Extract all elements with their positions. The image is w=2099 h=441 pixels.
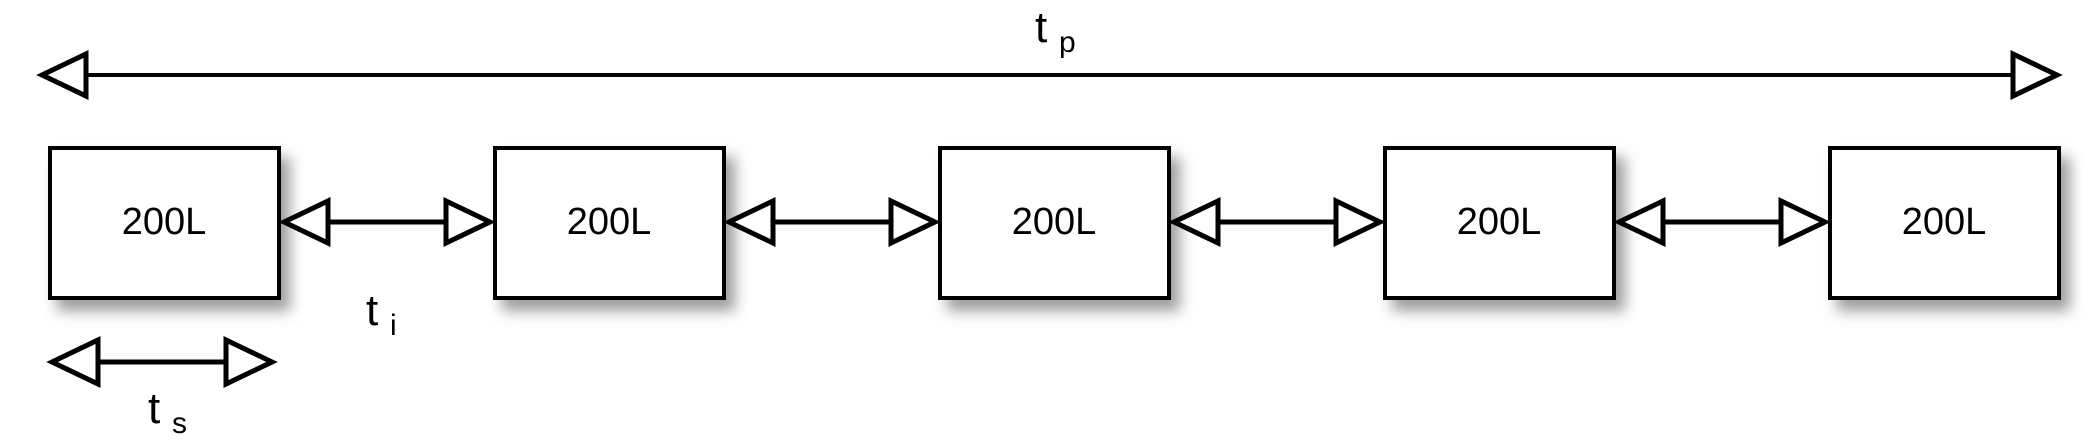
- sample-label-base: t: [148, 384, 160, 433]
- node-box-1-rect: [48, 146, 281, 300]
- node-box-2-rect: [493, 146, 726, 300]
- interval-label: t i: [366, 286, 397, 342]
- node-box-2-label: 200L: [567, 201, 652, 243]
- period-label-base: t: [1035, 3, 1047, 52]
- node-box-5[interactable]: 200L: [1828, 146, 2061, 300]
- node-box-5-rect: [1828, 146, 2061, 300]
- interval-arrow-3-left-head: [1168, 197, 1221, 247]
- interval-arrow-2-right-head: [888, 197, 941, 247]
- period-arrow-left-head: [36, 50, 89, 100]
- interval-arrow-4-right-head: [1778, 197, 1831, 247]
- interval-arrow-2: [723, 197, 941, 247]
- period-arrow-right-head: [2010, 50, 2063, 100]
- node-box-3-rect: [938, 146, 1171, 300]
- period-arrow: [36, 50, 2063, 100]
- interval-arrow-1-left-head: [278, 197, 331, 247]
- interval-arrow-1: [278, 197, 496, 247]
- period-label: t p: [1035, 3, 1076, 59]
- node-box-5-label: 200L: [1902, 201, 1987, 243]
- sample-label-sub: s: [172, 407, 187, 440]
- node-box-4[interactable]: 200L: [1383, 146, 1616, 300]
- interval-label-sub: i: [390, 309, 397, 342]
- sample-arrow-right-head: [223, 336, 278, 388]
- sample-arrow-left-head: [46, 336, 101, 388]
- interval-arrow-3-right-head: [1333, 197, 1386, 247]
- node-box-4-rect: [1383, 146, 1616, 300]
- interval-arrow-2-left-head: [723, 197, 776, 247]
- node-box-3[interactable]: 200L: [938, 146, 1171, 300]
- node-box-1[interactable]: 200L: [48, 146, 281, 300]
- node-box-4-label: 200L: [1457, 201, 1542, 243]
- interval-arrow-4-left-head: [1613, 197, 1666, 247]
- sample-label: t s: [148, 384, 187, 440]
- period-label-sub: p: [1059, 26, 1076, 59]
- interval-arrow-1-right-head: [443, 197, 496, 247]
- interval-arrow-4: [1613, 197, 1831, 247]
- interval-label-base: t: [366, 286, 378, 335]
- sample-arrow: [46, 336, 278, 388]
- node-box-3-label: 200L: [1012, 201, 1097, 243]
- node-box-1-label: 200L: [122, 201, 207, 243]
- node-box-2[interactable]: 200L: [493, 146, 726, 300]
- interval-arrow-3: [1168, 197, 1386, 247]
